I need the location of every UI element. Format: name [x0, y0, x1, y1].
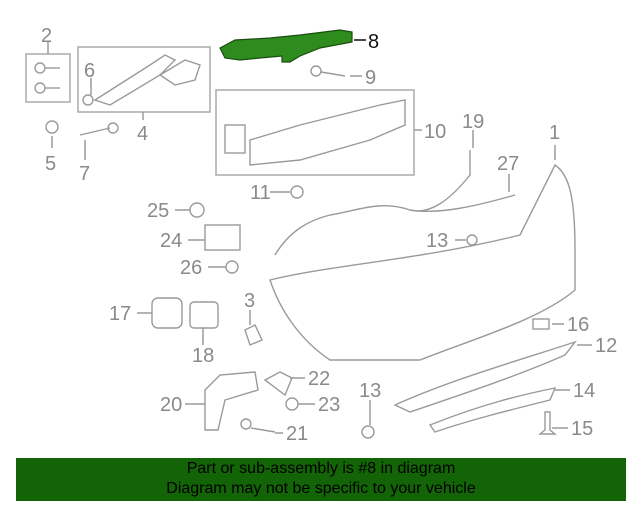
part-4-clip[interactable] [158, 59, 201, 86]
info-banner: Part or sub-assembly is #8 in diagram Di… [16, 458, 626, 501]
callout-13: 13 [426, 230, 448, 252]
callout-18: 18 [192, 345, 214, 367]
leader-lines [47, 42, 592, 434]
part-18-cover[interactable] [189, 301, 219, 329]
callout-26: 26 [180, 257, 202, 279]
part-26-grommet[interactable] [225, 260, 239, 274]
callout-3: 3 [244, 290, 255, 312]
group-box-2 [25, 53, 71, 103]
group-box-4 [77, 46, 211, 113]
callout-14: 14 [573, 380, 595, 402]
callout-9: 9 [365, 67, 376, 89]
callout-21: 21 [286, 423, 308, 445]
callout-2: 2 [41, 25, 52, 47]
banner-line-2: Diagram may not be specific to your vehi… [166, 480, 476, 497]
callout-22: 22 [308, 368, 330, 390]
part-16-clip[interactable] [532, 318, 550, 330]
group-box-10 [215, 89, 415, 176]
callout-19: 19 [462, 111, 484, 133]
part-11-nut[interactable] [290, 185, 304, 199]
callout-1: 1 [549, 122, 560, 144]
part-24-bracket[interactable] [204, 224, 241, 251]
part-9-bolt[interactable] [310, 65, 322, 77]
banner-line-1: Part or sub-assembly is #8 in diagram [186, 460, 456, 477]
part-2-bolts[interactable] [34, 62, 60, 94]
callout-13b: 13 [359, 380, 381, 402]
callout-4: 4 [137, 123, 148, 145]
part-23-clip[interactable] [285, 397, 299, 411]
part-12-deflector[interactable] [393, 340, 577, 413]
part-10-plate[interactable] [224, 124, 246, 154]
part-21-bolt[interactable] [240, 418, 252, 430]
part-14-molding[interactable] [428, 387, 557, 433]
callout-8: 8 [368, 31, 379, 53]
part-27-harness[interactable] [409, 194, 516, 213]
part-6-clip[interactable] [82, 94, 94, 106]
part-7-bolt[interactable] [79, 127, 111, 136]
callout-27: 27 [497, 153, 519, 175]
callout-20: 20 [160, 394, 182, 416]
callout-23: 23 [318, 394, 340, 416]
part-10-impact-bar[interactable] [249, 99, 406, 166]
callout-15: 15 [571, 418, 593, 440]
part-8-bracket[interactable] [219, 29, 353, 63]
callout-24: 24 [160, 230, 182, 252]
callout-12: 12 [595, 335, 617, 357]
callout-25: 25 [147, 200, 169, 222]
part-4-bracket[interactable] [93, 54, 177, 106]
part-22-bracket[interactable] [263, 371, 293, 397]
part-19-harness[interactable] [274, 150, 471, 256]
callout-16: 16 [567, 314, 589, 336]
part-13-bolt[interactable] [466, 234, 478, 246]
callout-17: 17 [109, 303, 131, 325]
callout-5: 5 [45, 153, 56, 175]
callout-11: 11 [250, 182, 271, 204]
part-15-push-pin[interactable] [538, 411, 557, 435]
part-17-cover[interactable] [151, 297, 183, 329]
part-1-bumper-cover[interactable] [269, 163, 576, 361]
callout-10: 10 [424, 121, 446, 143]
part-5-bolt[interactable] [45, 120, 59, 134]
callout-7: 7 [79, 163, 90, 185]
part-20-bezel[interactable] [204, 371, 259, 431]
part-3-clip[interactable] [244, 324, 263, 346]
part-25-sensor[interactable] [189, 202, 205, 218]
callout-6: 6 [84, 60, 95, 82]
part-13b-bolt[interactable] [361, 425, 375, 439]
